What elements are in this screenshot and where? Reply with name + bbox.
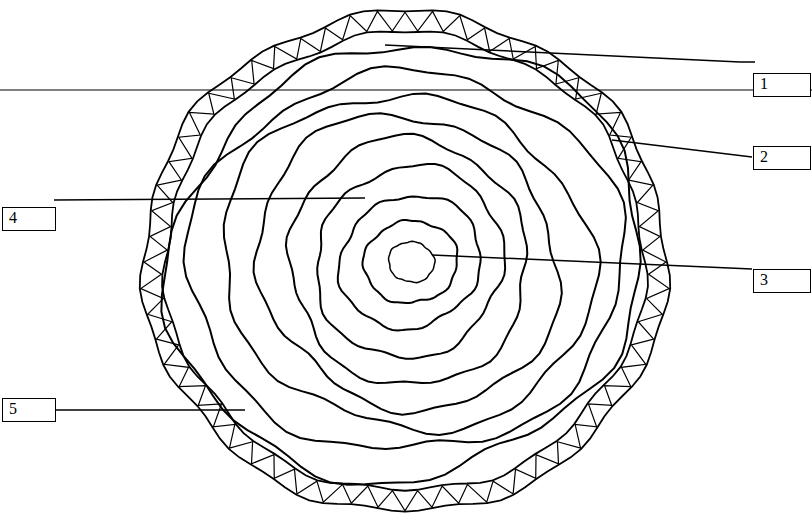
growth-ring [362,220,457,303]
bark-edge [140,10,670,511]
growth-ring [224,94,601,436]
callout-box: 4 [2,207,56,231]
growth-ring [254,113,562,414]
leader-line [54,198,365,200]
leader-line [385,45,755,62]
bark [140,10,670,511]
growth-ring [317,164,505,359]
growth-ring [184,66,626,449]
scan-line [0,90,812,91]
callout-box: 2 [753,146,811,170]
leader-lines [54,45,755,410]
growth-ring [389,241,436,282]
callout-number: 4 [3,208,55,227]
callout-number: 2 [754,147,810,166]
leader-line [432,255,752,269]
callout-number: 5 [3,399,55,418]
callout-box: 1 [753,73,811,97]
leader-line [612,140,752,157]
callout-number: 1 [754,74,810,93]
callout-box: 3 [753,269,811,293]
growth-ring [286,134,527,383]
leader-line [54,409,245,411]
growth-ring [338,196,481,330]
callout-number: 3 [754,270,810,289]
callout-box: 5 [2,398,56,422]
bark-texture [141,11,669,510]
